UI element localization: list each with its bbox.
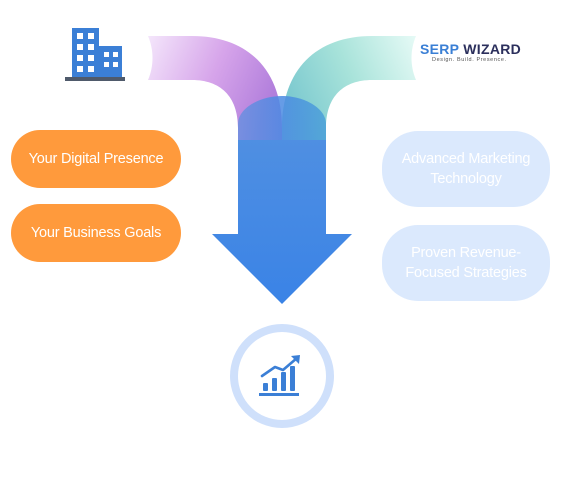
serp-wizard-logo: SERP WIZARD Design. Build. Presence. bbox=[420, 41, 522, 66]
pill-your-digital-presence: Your Digital Presence bbox=[11, 130, 181, 188]
pill-label: Advanced Marketing Technology bbox=[401, 151, 531, 187]
pill-advanced-marketing-technology: Advanced Marketing Technology bbox=[382, 131, 550, 207]
logo-wizard-text: WIZARD bbox=[463, 41, 522, 57]
pill-label: Proven Revenue-Focused Strategies bbox=[405, 245, 527, 281]
merge-join bbox=[238, 96, 326, 150]
pill-your-business-goals: Your Business Goals bbox=[11, 204, 181, 262]
logo-tagline: Design. Build. Presence. bbox=[432, 57, 507, 63]
logo-wordmark: SERP WIZARD bbox=[420, 41, 522, 57]
pill-label: Your Digital Presence bbox=[28, 151, 164, 167]
pill-label: Your Business Goals bbox=[30, 225, 162, 241]
down-arrow bbox=[212, 140, 352, 304]
office-building-icon bbox=[65, 28, 125, 81]
logo-serp-text: SERP bbox=[420, 41, 460, 57]
pill-proven-revenue-focused-strategies: Proven Revenue-Focused Strategies bbox=[382, 225, 550, 301]
growth-bar-chart-icon bbox=[230, 324, 334, 428]
